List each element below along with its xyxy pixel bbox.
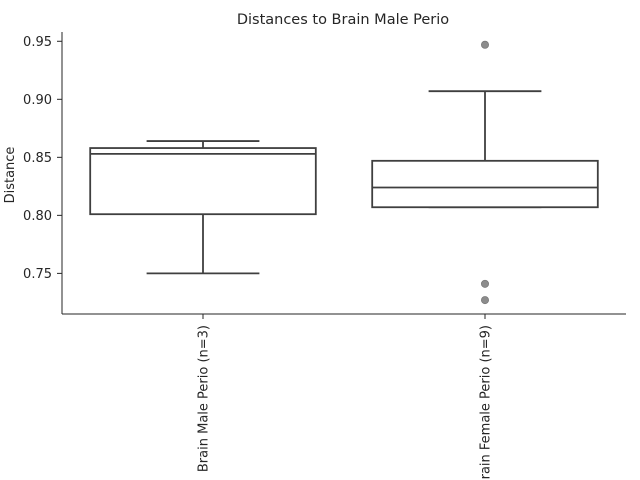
x-tick-label: Brain Male Perio (n=3) xyxy=(197,325,212,472)
x-tick-label: Brain Female Perio (n=9) xyxy=(479,325,494,480)
box-iqr xyxy=(371,159,599,209)
box-group xyxy=(371,40,599,305)
y-tick-label: 0.80 xyxy=(23,209,52,224)
chart-title: Distances to Brain Male Perio xyxy=(237,12,449,28)
outlier-point xyxy=(480,40,489,49)
outlier-point xyxy=(480,279,489,288)
y-tick-label: 0.95 xyxy=(23,35,52,50)
y-axis-label: Distance xyxy=(3,147,18,204)
box-iqr xyxy=(89,147,317,216)
boxes xyxy=(89,40,599,305)
y-tick-label: 0.85 xyxy=(23,151,52,166)
y-tick-label: 0.75 xyxy=(23,267,52,282)
outlier-point xyxy=(480,296,489,305)
y-ticks: 0.75 0.80 0.85 0.90 0.95 xyxy=(23,35,62,282)
x-ticks: Brain Male Perio (n=3) Brain Female Perio… xyxy=(197,314,494,480)
box-group xyxy=(89,140,317,275)
y-tick-label: 0.90 xyxy=(23,93,52,108)
